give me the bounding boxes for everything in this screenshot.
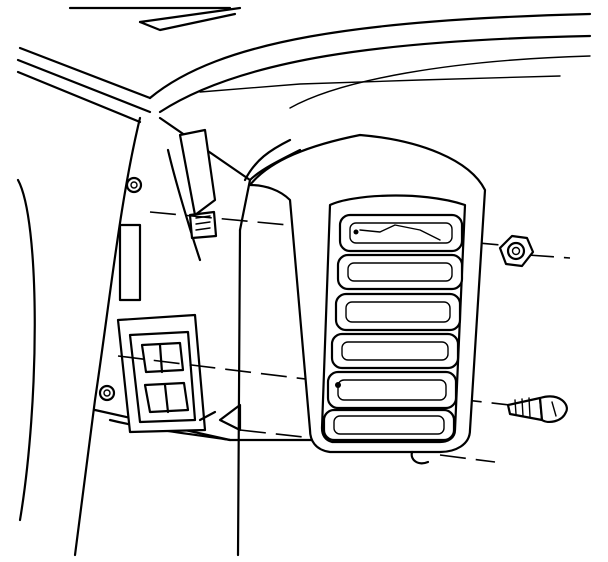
tail-lamp-housing — [98, 176, 242, 434]
tail-lamp-lens — [248, 133, 487, 465]
nut — [498, 234, 535, 268]
screw — [506, 395, 568, 423]
mounting-stud — [188, 210, 218, 240]
